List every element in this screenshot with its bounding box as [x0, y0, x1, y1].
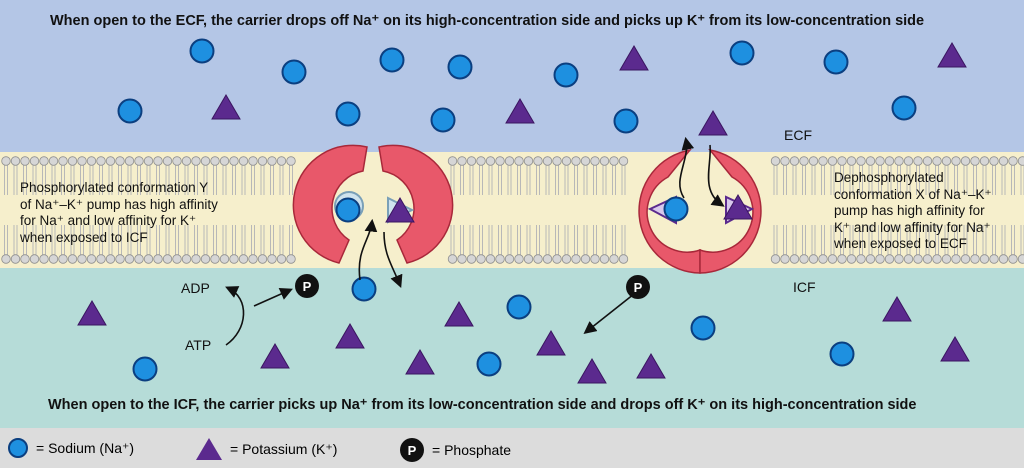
sodium-ion: [381, 49, 404, 72]
legend-potassium: = Potassium (K⁺): [196, 438, 337, 460]
sodium-ion: [432, 109, 455, 132]
sodium-ion: [134, 358, 157, 381]
ecf-label: ECF: [784, 127, 812, 143]
sodium-ion: [119, 100, 142, 123]
phosphate-on-pump-y: P: [295, 274, 319, 298]
sodium-ion: [665, 198, 688, 221]
adp-label: ADP: [181, 280, 210, 296]
right-caption-line: conformation X of Na⁺–K⁺: [834, 187, 992, 204]
legend-sodium: = Sodium (Na⁺): [8, 438, 134, 458]
left-caption-line: for Na⁺ and low affinity for K⁺: [20, 213, 218, 230]
sodium-ion: [731, 42, 754, 65]
atp-label: ATP: [185, 337, 211, 353]
left-caption-line: when exposed to ICF: [20, 230, 218, 247]
legend-sodium-label: = Sodium (Na⁺): [36, 440, 134, 457]
bottom-banner: When open to the ICF, the carrier picks …: [48, 397, 916, 413]
phosphate-icon: P: [400, 438, 424, 462]
legend-strip: [0, 428, 1024, 468]
sodium-ion: [337, 103, 360, 126]
icf-label: ICF: [793, 279, 816, 295]
right-caption-line: K⁺ and low affinity for Na⁺: [834, 220, 992, 237]
legend-phosphate-label: = Phosphate: [432, 442, 511, 458]
sodium-ion: [478, 353, 501, 376]
right-caption-line: pump has high affinity for: [834, 203, 992, 220]
left-caption: Phosphorylated conformation Y of Na⁺–K⁺ …: [20, 180, 218, 246]
right-caption-line: Dephosphorylated: [834, 170, 992, 187]
sodium-ion: [831, 343, 854, 366]
sodium-ion: [893, 97, 916, 120]
sodium-ion: [337, 199, 360, 222]
top-banner: When open to the ECF, the carrier drops …: [50, 13, 924, 29]
sodium-ion: [353, 278, 376, 301]
right-caption-line: when exposed to ECF: [834, 236, 992, 253]
left-caption-line: of Na⁺–K⁺ pump has high affinity: [20, 197, 218, 214]
legend-phosphate: P = Phosphate: [400, 438, 511, 462]
sodium-ion: [692, 317, 715, 340]
svg-text:P: P: [634, 280, 643, 295]
sodium-ion: [825, 51, 848, 74]
sodium-ion: [555, 64, 578, 87]
sodium-ion: [449, 56, 472, 79]
svg-text:P: P: [303, 279, 312, 294]
left-caption-line: Phosphorylated conformation Y: [20, 180, 218, 197]
sodium-ion: [615, 110, 638, 133]
released-phosphate: P: [626, 275, 650, 299]
legend-potassium-label: = Potassium (K⁺): [230, 441, 337, 458]
sodium-ion: [283, 61, 306, 84]
right-caption: Dephosphorylated conformation X of Na⁺–K…: [834, 170, 992, 253]
sodium-ion: [191, 40, 214, 63]
potassium-icon: [196, 438, 222, 460]
sodium-ion: [508, 296, 531, 319]
sodium-icon: [8, 438, 28, 458]
